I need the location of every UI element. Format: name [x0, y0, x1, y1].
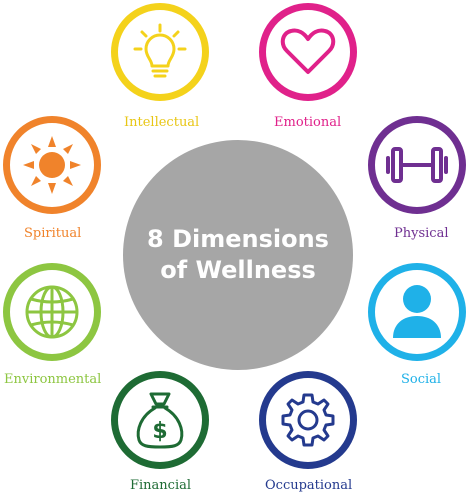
emotional-label: Emotional — [274, 115, 342, 130]
dumbbell-icon — [386, 147, 448, 183]
physical-ring — [368, 116, 466, 214]
person-icon — [393, 285, 441, 338]
center-title-line-2: of Wellness — [160, 256, 316, 284]
physical-label: Physical — [394, 226, 449, 241]
emotional-ring — [259, 3, 357, 101]
center-title-line-1: 8 Dimensions — [147, 225, 329, 253]
intellectual-label: Intellectual — [124, 115, 200, 130]
heart-icon — [280, 28, 336, 74]
environmental-label: Environmental — [4, 372, 102, 387]
financial-ring: $ — [111, 371, 209, 469]
social-ring — [368, 263, 466, 361]
money-bag-icon: $ — [136, 392, 184, 449]
globe-icon — [25, 285, 79, 339]
sun-icon — [23, 136, 81, 194]
occupational-ring — [259, 371, 357, 469]
intellectual-ring — [111, 3, 209, 101]
financial-label: Financial — [130, 478, 192, 493]
environmental-ring — [3, 263, 101, 361]
social-label: Social — [401, 372, 442, 387]
spiritual-label: Spiritual — [24, 226, 82, 241]
lightbulb-icon — [133, 23, 187, 78]
center-circle: 8 Dimensions of Wellness — [123, 140, 353, 370]
gear-icon — [281, 393, 335, 447]
spiritual-ring — [3, 116, 101, 214]
occupational-label: Occupational — [265, 478, 353, 493]
svg-text:$: $ — [152, 419, 167, 444]
